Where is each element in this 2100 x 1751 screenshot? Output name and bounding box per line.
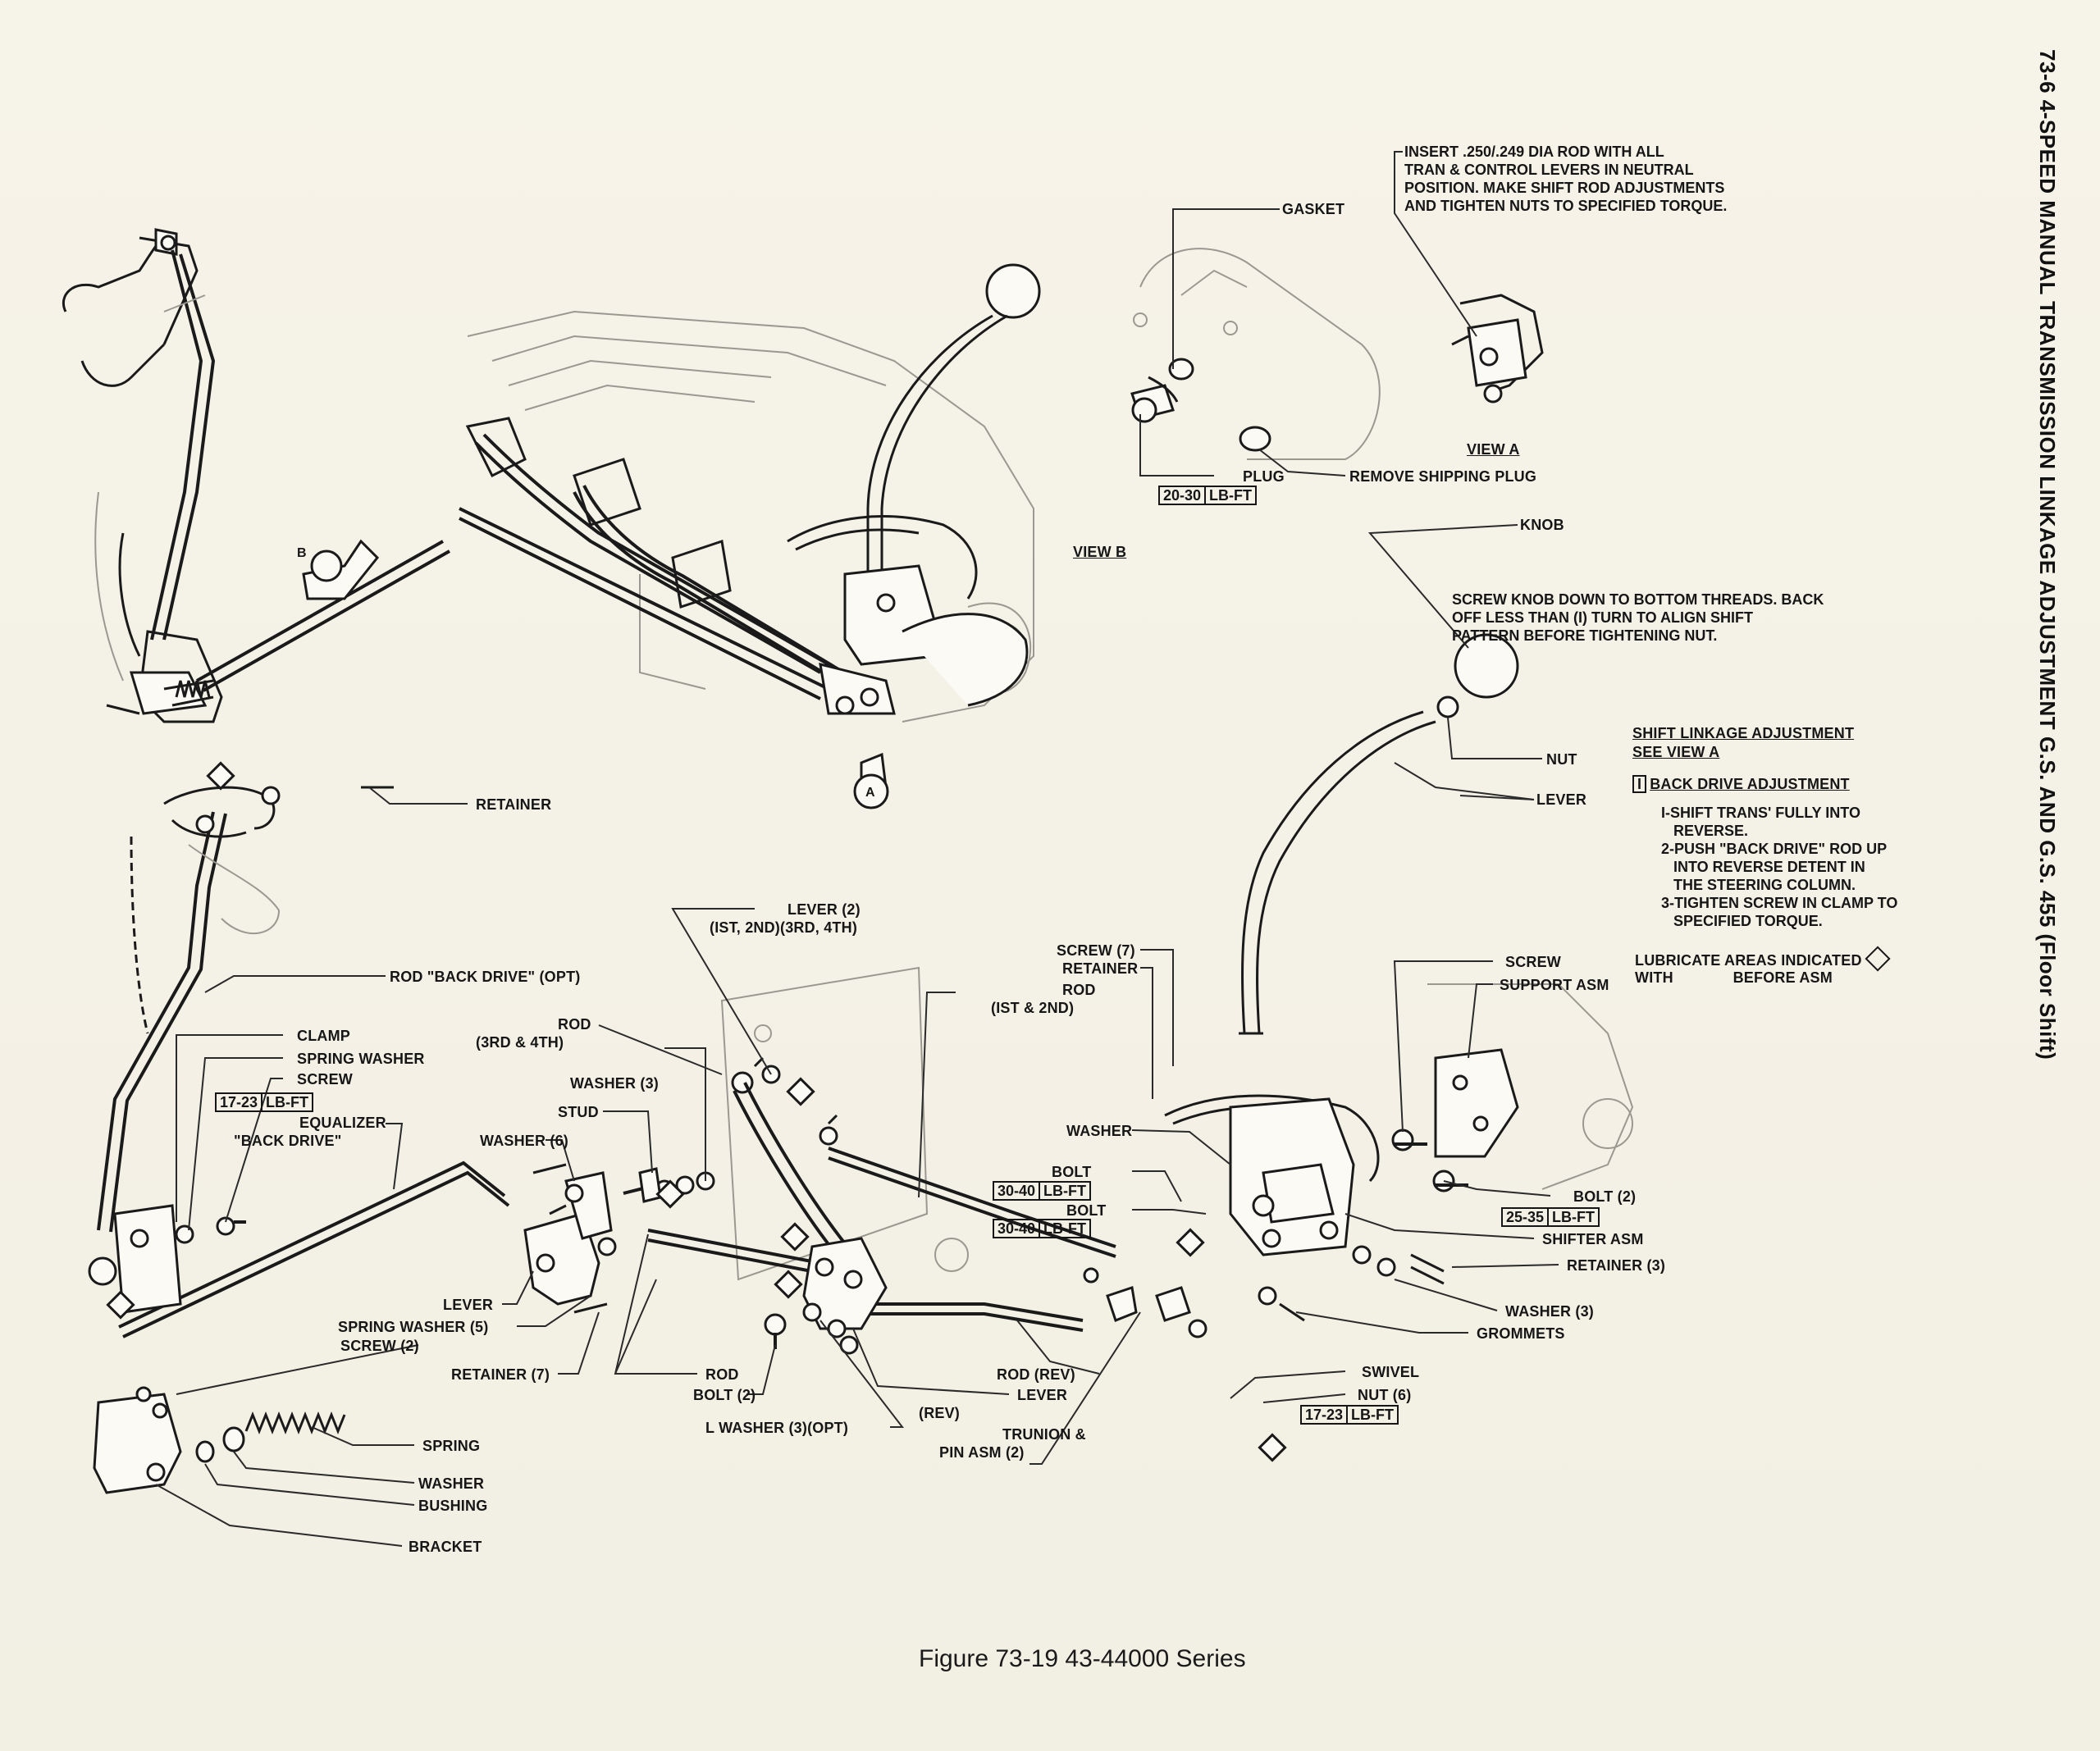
label-lever-main: LEVER [1536, 791, 1587, 808]
figure-caption: Figure 73-19 43-44000 Series [919, 1645, 1246, 1672]
label-rev: (REV) [919, 1405, 960, 1421]
back-drive-title: BACK DRIVE ADJUSTMENT [1650, 776, 1850, 792]
bracket-group [93, 1386, 346, 1494]
lubricate-markers [106, 761, 1287, 1462]
lever-left-assembly [523, 1163, 715, 1314]
levers-middle [764, 1237, 1208, 1355]
label-spring: SPRING [422, 1438, 481, 1454]
label-spring-washer-5: SPRING WASHER (5) [338, 1319, 489, 1335]
plug-detail [1130, 248, 1381, 460]
label-washer-mid: WASHER [1066, 1123, 1133, 1139]
label-bushing: BUSHING [418, 1498, 488, 1514]
label-rod-3rd-4th-sub: (3RD & 4TH) [476, 1034, 564, 1051]
label-support-asm: SUPPORT ASM [1500, 977, 1609, 993]
back-drive-number: I [1632, 775, 1647, 793]
instructions-see-view: SEE VIEW A [1632, 744, 1720, 760]
knob-adjust-note: SCREW KNOB DOWN TO BOTTOM THREADS. BACK … [1452, 591, 1824, 644]
rod-spring [175, 680, 211, 698]
insert-rod-note: INSERT .250/.249 DIA ROD WITH ALL TRAN &… [1404, 144, 1728, 214]
label-retainer-top: RETAINER [476, 796, 552, 813]
floor-shift-lever-view-b [787, 263, 1041, 707]
lubricate-line-2: WITH BEFORE ASM [1635, 969, 1833, 986]
label-washer-bottom: WASHER [418, 1475, 485, 1492]
label-bolt-2-bottom: BOLT (2) [693, 1387, 756, 1403]
label-nut-6: NUT (6) [1358, 1387, 1412, 1403]
label-washer-3: WASHER (3) [570, 1075, 660, 1092]
label-retainer-7: RETAINER (7) [451, 1366, 550, 1383]
view-b-arrow [302, 539, 380, 600]
label-screw-7: SCREW (7) [1057, 942, 1135, 959]
label-lever-2: LEVER (2) [788, 901, 861, 918]
linkage-bracket-plate [720, 966, 969, 1281]
label-lever-left: LEVER [443, 1297, 494, 1313]
shifter-assembly [1164, 983, 1634, 1322]
label-grommets: GROMMETS [1477, 1325, 1565, 1342]
label-lever-bottom: LEVER [1017, 1387, 1068, 1403]
label-trunion-sub: PIN ASM (2) [939, 1444, 1025, 1461]
label-rod-back-drive: ROD "BACK DRIVE" (OPT) [390, 969, 581, 985]
label-shifter-asm: SHIFTER ASM [1542, 1231, 1644, 1247]
label-retainer-3: RETAINER (3) [1567, 1257, 1666, 1274]
view-a-arrow [853, 752, 889, 809]
label-bolt-a: BOLT [1052, 1164, 1092, 1180]
label-bolt-b: BOLT [1066, 1202, 1107, 1219]
label-clamp: CLAMP [297, 1028, 350, 1044]
label-bracket: BRACKET [409, 1539, 482, 1555]
view-a-title: VIEW A [1467, 441, 1520, 458]
back-drive-steps: I-SHIFT TRANS' FULLY INTO REVERSE. 2-PUS… [1661, 805, 1898, 929]
view-b-marker-label: B [297, 546, 307, 560]
view-a-marker-label: A [865, 786, 875, 800]
label-lever-2-positions: (IST, 2ND)(3RD, 4TH) [710, 919, 858, 936]
label-rod-3rd-4th: ROD [558, 1016, 591, 1033]
label-rod-1st-2nd-sub: (IST & 2ND) [991, 1000, 1075, 1016]
label-remove-shipping-plug: REMOVE SHIPPING PLUG [1349, 468, 1537, 485]
label-rod-1st-2nd: ROD [1062, 982, 1096, 998]
instructions-title: SHIFT LINKAGE ADJUSTMENT [1632, 725, 1855, 741]
label-screw-left: SCREW [297, 1071, 353, 1088]
label-equalizer-back-drive: "BACK DRIVE" [234, 1133, 342, 1149]
label-screw-2: SCREW (2) [340, 1338, 419, 1354]
label-retainer-mid: RETAINER [1062, 960, 1139, 977]
leader-lines [155, 151, 1559, 1547]
column-lever-assembly [62, 228, 223, 723]
lubricate-line-1: LUBRICATE AREAS INDICATED [1635, 946, 1891, 972]
view-a-detail [1451, 294, 1544, 404]
page-side-title: 73-6 4-SPEED MANUAL TRANSMISSION LINKAGE… [2035, 49, 2060, 1060]
equalizer [88, 1160, 510, 1338]
main-shift-rod [196, 540, 444, 682]
label-rod-rev: ROD (REV) [997, 1366, 1075, 1383]
back-drive-rod [97, 786, 394, 1233]
label-spring-washer: SPRING WASHER [297, 1051, 425, 1067]
label-swivel: SWIVEL [1362, 1364, 1420, 1380]
rods-middle [647, 1082, 1116, 1332]
label-washer-6: WASHER (6) [480, 1133, 569, 1149]
label-knob: KNOB [1520, 517, 1564, 533]
label-equalizer: EQUALIZER [299, 1115, 386, 1131]
label-nut: NUT [1546, 751, 1577, 768]
label-l-washer: L WASHER (3)(OPT) [705, 1420, 849, 1436]
view-b-title: VIEW B [1073, 544, 1127, 560]
label-bolt-2-right: BOLT (2) [1573, 1188, 1637, 1205]
label-trunion: TRUNION & [1002, 1426, 1086, 1443]
label-gasket: GASKET [1282, 201, 1345, 217]
label-rod-bottom: ROD [705, 1366, 739, 1383]
label-plug: PLUG [1243, 468, 1285, 485]
label-screw-right: SCREW [1505, 954, 1561, 970]
label-stud: STUD [558, 1104, 599, 1120]
shift-lever-main [1239, 633, 1519, 1035]
shift-rods-view-b [459, 433, 896, 715]
lubricate-diamond-icon [1865, 946, 1891, 972]
label-washer-3-right: WASHER (3) [1505, 1303, 1595, 1320]
